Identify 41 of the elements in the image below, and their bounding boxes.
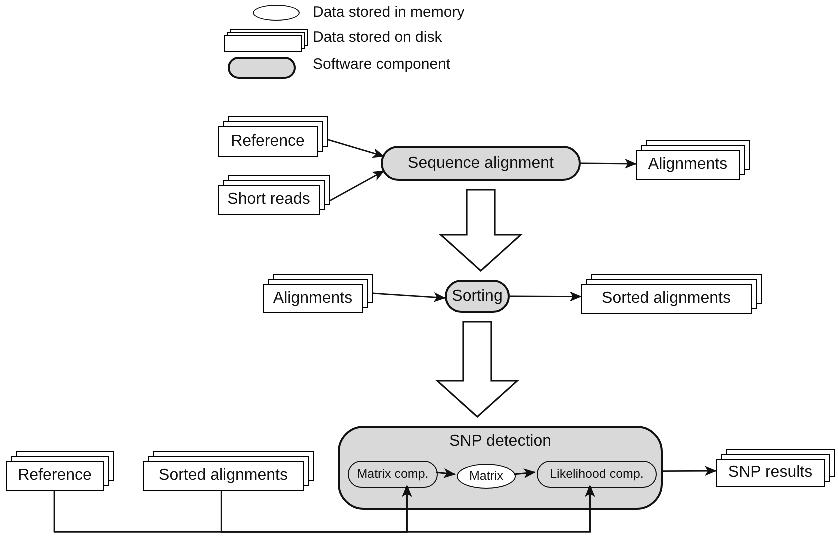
legend-label: Data stored in memory [313,4,465,21]
stacked-document-box [263,274,373,313]
stacked-document-box [218,116,328,157]
arrow [510,292,582,302]
node-label: Sequence alignment [408,154,554,172]
stacked-document-box [6,451,114,491]
arrow [220,485,596,533]
stacked-document-box [716,449,835,487]
rounded-process-box [381,146,581,181]
node-label: Sorting [452,288,503,306]
stacked-document-box [143,451,314,491]
node-label: Likelihood comp. [550,468,644,482]
process-group-box [338,426,663,510]
stacked-document-box [218,175,330,215]
node-label: Reference [18,467,92,485]
arrow [436,468,456,478]
block-arrow [438,189,524,272]
arrow [328,139,385,158]
block-arrow [435,321,520,418]
arrow [663,466,717,476]
stacked-document-box [581,274,762,314]
group-title: SNP detection [450,433,552,451]
node-label: Sorted alignments [602,290,731,308]
arrow [372,292,446,302]
node-label: SNP results [728,464,813,482]
node-label: Short reads [228,191,310,209]
node-label: Sorted alignments [159,467,288,485]
node-label: Alignments [648,156,728,174]
node-label: Alignments [273,290,353,308]
rounded-process-box [537,461,657,488]
legend-label: Software component [313,56,451,73]
node-label: Reference [231,132,305,150]
rounded-process-box [348,461,438,488]
node-label: Matrix [469,470,504,484]
rounded-process-box [445,280,510,313]
node-label: Matrix comp. [357,468,429,482]
legend-label: Data stored on disk [313,29,442,46]
arrow [330,170,385,202]
arrow [581,158,637,169]
arrow [514,468,536,479]
stacked-document-box [636,140,750,180]
